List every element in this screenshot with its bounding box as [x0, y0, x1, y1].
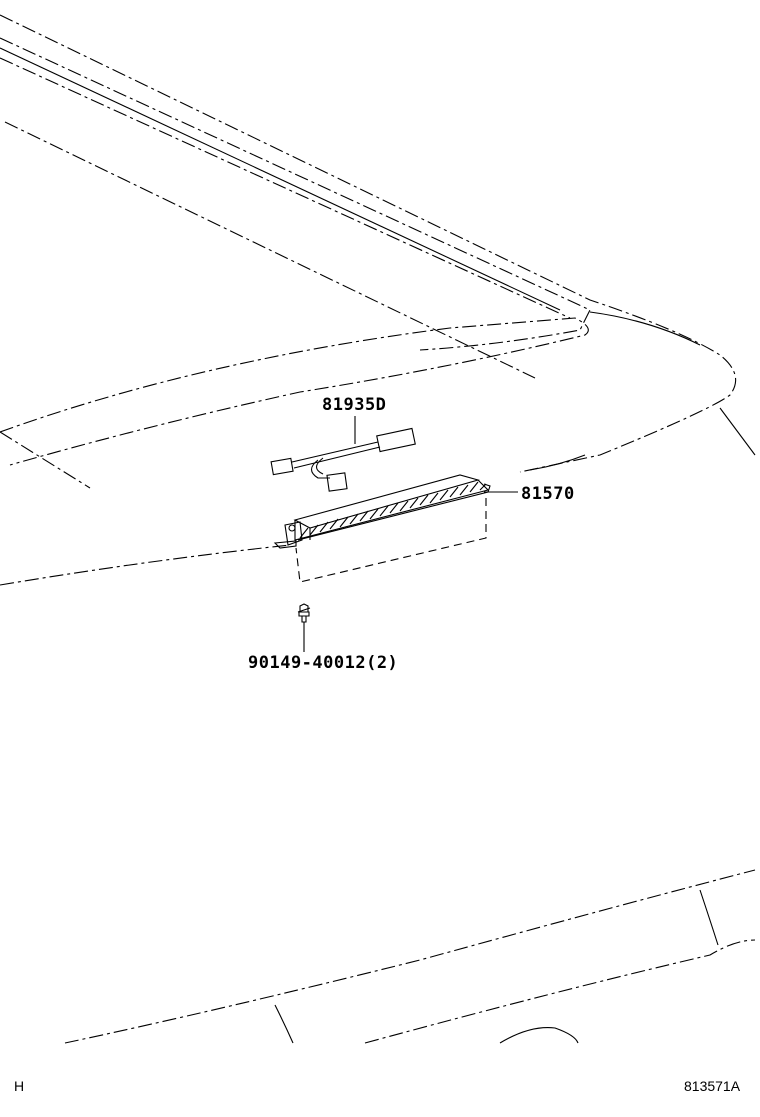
label-81570: 81570	[521, 484, 575, 504]
label-90149-40012: 90149-40012(2)	[248, 653, 398, 673]
lamp-lens-hatching	[299, 481, 487, 539]
corner-mark: H	[14, 1078, 24, 1094]
screw-90149-40012[interactable]	[297, 603, 311, 623]
stop-lamp-81570[interactable]	[273, 474, 491, 583]
roof-outline	[0, 14, 756, 586]
lower-body-outline	[64, 869, 756, 1044]
label-81935D: 81935D	[322, 395, 386, 415]
figure-code: 813571A	[684, 1078, 741, 1094]
wire-harness-81935D[interactable]	[270, 427, 416, 492]
